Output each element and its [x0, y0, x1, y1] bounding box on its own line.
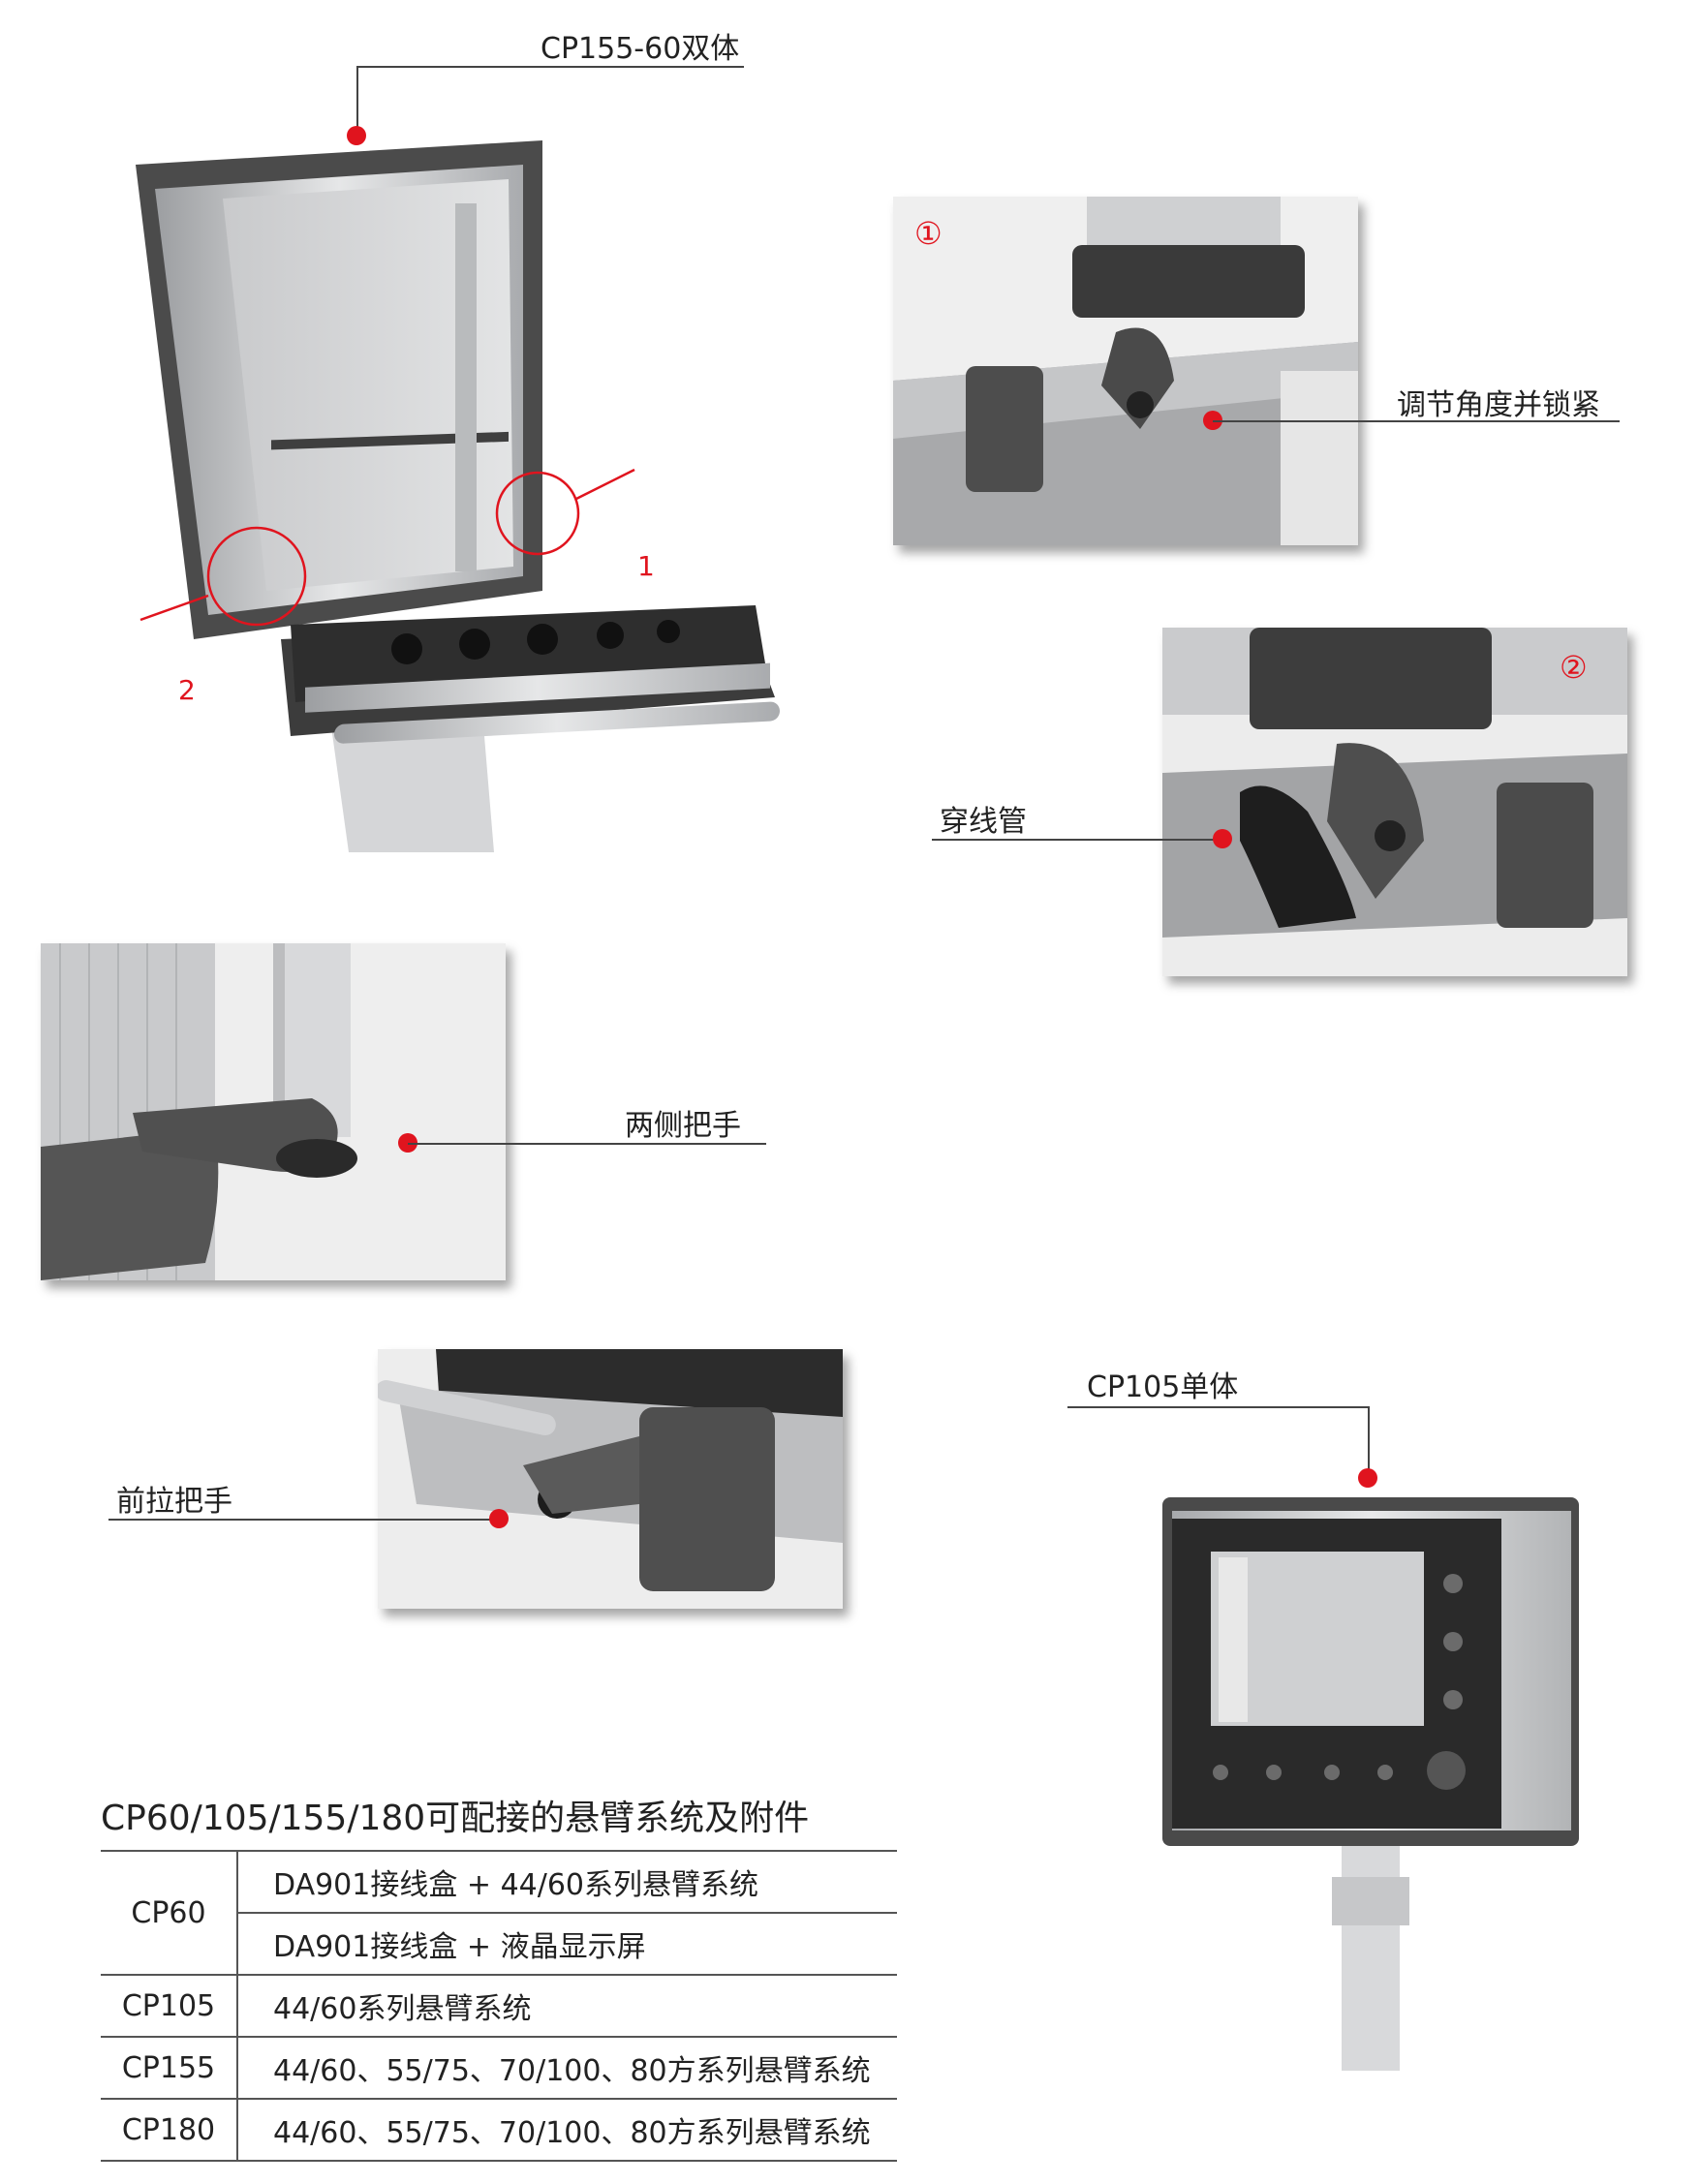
model-cell: CP180 [101, 2098, 238, 2162]
model-cell: CP60 [101, 1850, 238, 1975]
table-row: CP105 44/60系列悬臂系统 [101, 1974, 897, 2037]
desc-cell: 44/60系列悬臂系统 [237, 1974, 897, 2037]
circled-number-one: ① [914, 215, 943, 252]
desc-cell: 44/60、55/75、70/100、80方系列悬臂系统 [237, 2036, 897, 2099]
side-handle-leader [408, 1143, 766, 1145]
cp105-leader-v [1368, 1406, 1370, 1476]
circled-number-two: ② [1560, 649, 1588, 686]
cp155-leader-h [356, 66, 744, 68]
front-handle-leader [108, 1519, 496, 1521]
cp155-console-illustration [136, 140, 780, 852]
desc-cell: DA901接线盒 + 液晶显示屏 [237, 1912, 897, 1975]
side-handle-photo [41, 943, 506, 1280]
cp105-marker [1358, 1468, 1377, 1488]
detail-photo-two [1162, 628, 1627, 976]
table-row: CP180 44/60、55/75、70/100、80方系列悬臂系统 [101, 2098, 897, 2162]
cp105-label: CP105单体 [1087, 1370, 1239, 1404]
desc-cell: 44/60、55/75、70/100、80方系列悬臂系统 [237, 2098, 897, 2162]
callout-number-two: 2 [178, 674, 196, 706]
model-cell: CP105 [101, 1974, 238, 2037]
cp105-console-illustration [1162, 1497, 1579, 2071]
accessory-table: CP60 DA901接线盒 + 44/60系列悬臂系统 DA901接线盒 + 液… [101, 1850, 897, 2162]
cp155-label: CP155-60双体 [541, 32, 740, 66]
side-handle-label: 两侧把手 [625, 1109, 741, 1143]
adjust-leader [1213, 420, 1620, 422]
desc-cell: DA901接线盒 + 44/60系列悬臂系统 [237, 1850, 897, 1913]
adjust-label: 调节角度并锁紧 [1397, 388, 1600, 422]
front-handle-marker [489, 1509, 509, 1528]
cp105-leader-h [1067, 1406, 1370, 1408]
table-row: CP155 44/60、55/75、70/100、80方系列悬臂系统 [101, 2036, 897, 2099]
table-row: DA901接线盒 + 液晶显示屏 [101, 1912, 897, 1975]
table-title: CP60/105/155/180可配接的悬臂系统及附件 [101, 1799, 810, 1838]
front-handle-photo [378, 1349, 843, 1609]
callout-number-one: 1 [637, 550, 655, 582]
front-handle-label: 前拉把手 [116, 1485, 232, 1519]
cp155-leader-v [356, 66, 358, 134]
detail-photo-one [893, 197, 1358, 545]
table-row: CP60 DA901接线盒 + 44/60系列悬臂系统 [101, 1850, 897, 1975]
conduit-label: 穿线管 [940, 805, 1027, 839]
conduit-leader [932, 839, 1222, 841]
cp155-marker [347, 126, 366, 145]
model-cell: CP155 [101, 2036, 238, 2099]
conduit-marker [1213, 829, 1232, 848]
